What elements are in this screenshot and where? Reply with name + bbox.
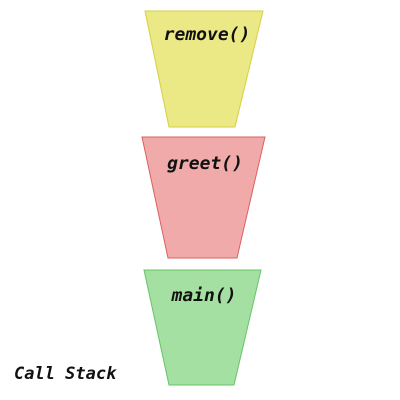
- stack-frame-remove-label: remove(): [164, 24, 251, 45]
- stack-frame-remove-shape: [144, 10, 264, 128]
- stack-frame-main-label: main(): [170, 285, 236, 306]
- stack-frame-main-shape: [143, 269, 262, 386]
- stack-frame-greet-shape: [141, 136, 266, 259]
- call-stack-title: Call Stack: [14, 364, 117, 384]
- stack-frame-greet: greet(): [141, 136, 266, 259]
- stack-frame-greet-label: greet(): [167, 153, 243, 174]
- stack-frame-main: main(): [143, 269, 262, 386]
- stack-frame-remove: remove(): [144, 10, 264, 128]
